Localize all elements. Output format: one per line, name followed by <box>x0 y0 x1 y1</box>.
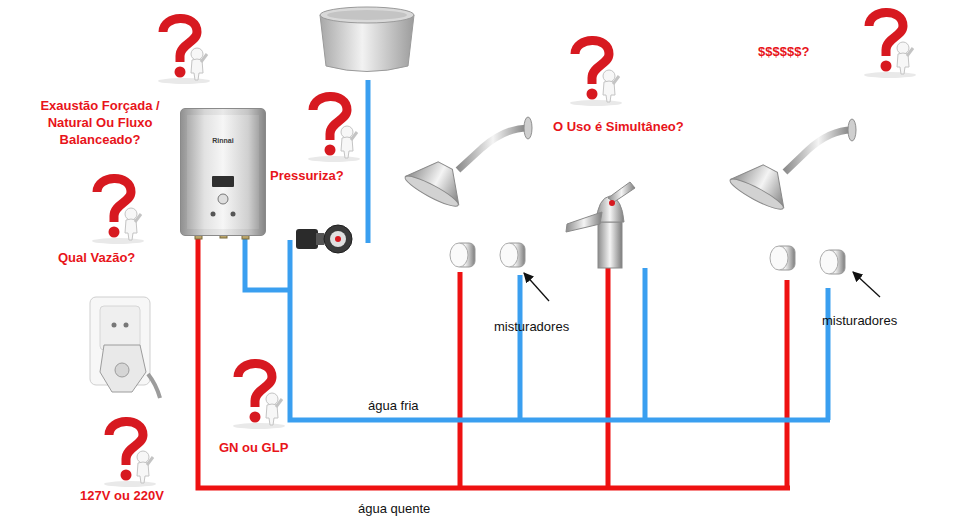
cold-pipe <box>245 236 290 290</box>
heater-button <box>211 212 216 217</box>
hot-pipe <box>785 280 790 488</box>
pump-motor <box>296 229 318 249</box>
plug-body <box>100 345 146 392</box>
question-figure <box>104 421 156 487</box>
pump-volute <box>324 225 352 253</box>
shower-face <box>727 175 786 214</box>
plug-cap <box>115 363 129 377</box>
cold-pipe <box>290 240 830 420</box>
tank-rim <box>320 7 414 23</box>
question-figure <box>158 18 210 84</box>
heater-button <box>231 212 236 217</box>
pump-hub <box>335 236 341 242</box>
question-label: $$$$$$? <box>758 43 868 60</box>
shower-arm <box>785 130 852 172</box>
faucet-lever <box>608 182 635 202</box>
question-figure <box>233 363 285 429</box>
cold-pipe <box>643 268 648 420</box>
hot-pipe <box>198 236 790 488</box>
cold-pipe <box>366 80 371 243</box>
question-figure <box>308 96 360 162</box>
water-tank <box>320 7 414 72</box>
question-label: Exaustão Forçada / Natural Ou Fluxo Bala… <box>25 97 175 148</box>
pipe-label: água quente <box>358 500 468 517</box>
mixer-face <box>820 250 838 274</box>
mixer-face <box>500 243 518 267</box>
mixer-face <box>450 243 468 267</box>
brand-logo: Rinnai <box>181 136 265 145</box>
heater-display <box>212 176 234 187</box>
question-figure <box>864 12 916 78</box>
question-label: Pressuriza? <box>270 167 370 184</box>
pipe-label: misturadores <box>822 312 932 329</box>
question-figure <box>570 40 622 106</box>
pipe-label: água fria <box>368 397 458 414</box>
mixer-valve <box>450 243 475 267</box>
pump-face <box>330 231 346 247</box>
cold-pipes <box>245 80 830 420</box>
question-figure <box>92 178 144 244</box>
water-heater: Rinnai <box>180 108 266 236</box>
mixer-valve <box>820 250 845 274</box>
question-label: O Uso é Simultâneo? <box>553 118 728 135</box>
pump-neck <box>316 233 324 245</box>
question-label: GN ou GLP <box>219 439 319 456</box>
faucet-dot <box>609 200 615 206</box>
socket-hole <box>124 323 129 328</box>
hot-pipes <box>198 236 790 488</box>
pipe-label: misturadores <box>494 318 604 335</box>
pressure-pump <box>296 225 352 253</box>
question-label: 127V ou 220V <box>80 487 200 504</box>
shower-flange <box>524 117 532 139</box>
heater-knob <box>218 194 228 204</box>
plug-cable <box>148 374 160 398</box>
faucet-base <box>598 222 622 268</box>
cold-pipe <box>826 288 831 420</box>
power-outlet <box>90 297 160 398</box>
faucet <box>566 182 635 268</box>
socket-hole <box>112 323 117 328</box>
cold-pipe <box>518 275 523 420</box>
mixer-face <box>770 246 788 270</box>
outlet-socket <box>100 306 140 350</box>
mixer-valve <box>500 243 525 267</box>
question-label: Qual Vazão? <box>58 249 168 266</box>
leader-arrow <box>853 272 880 297</box>
hot-pipe <box>606 268 611 488</box>
shower-flange <box>848 119 856 141</box>
shower-head <box>402 117 532 211</box>
shower-face <box>402 172 461 211</box>
tank-lid <box>327 10 407 20</box>
hot-pipe <box>458 272 463 488</box>
leader-arrow <box>524 273 549 301</box>
faucet-spout <box>566 212 602 232</box>
mixer-valve <box>770 246 795 270</box>
shower-head <box>727 119 856 214</box>
shower-arm <box>458 128 528 170</box>
